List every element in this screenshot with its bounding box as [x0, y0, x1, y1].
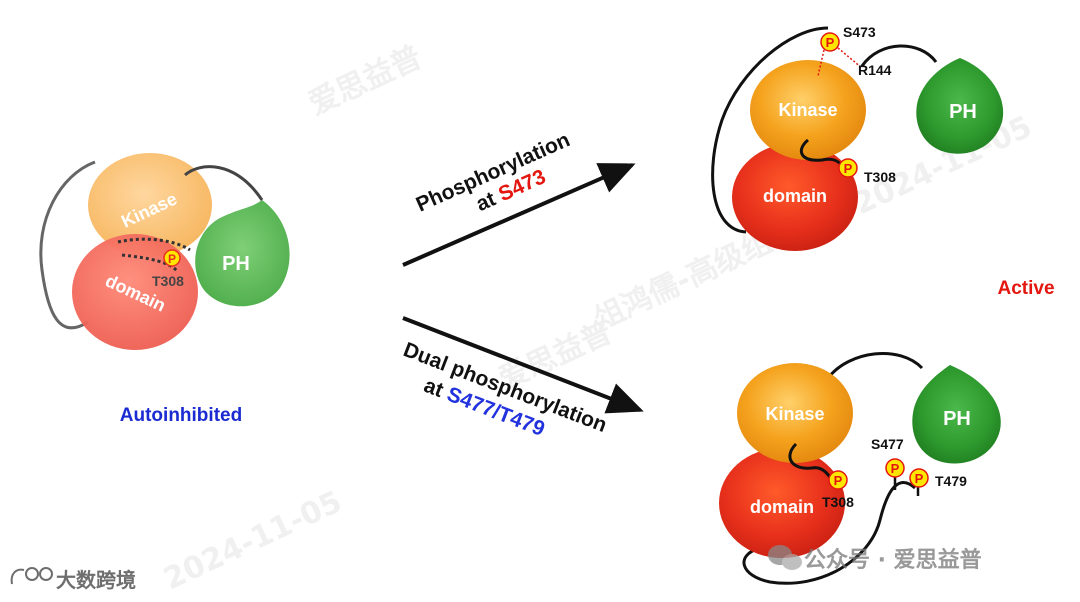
ph-linker — [184, 165, 264, 201]
s477-label: S477 — [871, 436, 904, 452]
state-active: Active — [997, 278, 1054, 299]
t308-label-top: T308 — [864, 169, 896, 185]
kinase-lobe — [88, 153, 212, 257]
domain-lobe-bottom — [719, 448, 845, 558]
arrow-to-dual — [402, 316, 644, 414]
activation-loop-top — [799, 138, 844, 167]
arrow-to-active — [402, 163, 636, 267]
ph-domain-top — [916, 58, 1004, 154]
phospho-circle-s473 — [820, 32, 840, 52]
kinase-label-bottom: Kinase — [765, 404, 824, 424]
phospho-label-t479: P — [915, 471, 924, 486]
ph-label-top: PH — [949, 101, 977, 123]
brand-text: 大数跨境 — [56, 568, 136, 592]
ph-linker-top — [860, 44, 938, 67]
ph-label-bottom: PH — [943, 408, 971, 430]
s473-label: S473 — [843, 24, 876, 40]
wechat-watermark: 公众号 · 爱思益普 — [768, 545, 982, 573]
ph-label: PH — [222, 253, 250, 275]
phospho-circle-s477 — [885, 458, 905, 478]
s473-kinase-contact — [817, 49, 825, 77]
watermark-text-3: 2024-11-05 — [159, 484, 348, 597]
autoinhibitory-contacts — [117, 237, 191, 274]
t308-label: T308 — [152, 273, 184, 289]
wechat-icon — [768, 545, 802, 570]
watermark-text-1: 爱思益普 — [304, 40, 428, 122]
phospho-label-s473: P — [826, 35, 835, 50]
brand-watermark: 大数跨境 — [10, 567, 136, 592]
phospho-circle-t308 — [163, 249, 181, 267]
ph-linker-bottom — [826, 352, 924, 379]
c-tail-linker — [711, 26, 829, 234]
phospho-label-t308-top: P — [844, 161, 853, 176]
domain-label-bottom: domain — [750, 497, 814, 517]
t308-label-bottom: T308 — [822, 494, 854, 510]
domain-label-top: domain — [763, 186, 827, 206]
state-autoinhibited: Autoinhibited — [120, 405, 242, 426]
phospho-circle-t308-top — [838, 158, 858, 178]
wechat-account-text: 公众号 · 爱思益普 — [804, 547, 982, 573]
t479-label: T479 — [935, 473, 967, 489]
phospho-label-s477: P — [891, 461, 900, 476]
kinase-label-top: Kinase — [778, 100, 837, 120]
s473-r144-salt-bridge — [837, 47, 863, 69]
active-structure: P P S473 R144 T308 Kinase domain PH Acti… — [711, 24, 1055, 299]
dual-phosphorylated-structure: P P P S477 T479 T308 Kinase domain PH — [719, 352, 1001, 585]
transition-arrows: Phosphorylation at S473 Dual phosphoryla… — [400, 128, 644, 441]
domain-lobe-top — [732, 143, 858, 251]
background-watermarks: 爱思益普 俎鸿儒-高级组长 2024-11-05 爱思益普 2024-11-05 — [159, 40, 1038, 597]
c-tail-linker-bottom — [742, 481, 917, 585]
r144-label: R144 — [858, 62, 892, 78]
kinase-lobe-top — [750, 60, 866, 160]
linker-tail — [39, 160, 96, 330]
phospho-label: P — [168, 252, 176, 266]
kinase-lobe-bottom — [737, 363, 853, 463]
phospho-circle-t308-bottom — [828, 470, 848, 490]
ph-domain-bottom — [912, 365, 1001, 464]
activation-loop-bottom — [788, 442, 834, 481]
autoinhibited-structure: P T308 Kinase domain PH Autoinhibited — [39, 153, 290, 426]
phospho-label-t308-bottom: P — [834, 473, 843, 488]
brand-logo-icon — [10, 567, 53, 585]
ph-domain — [195, 200, 290, 307]
phospho-circle-t479 — [909, 468, 929, 488]
